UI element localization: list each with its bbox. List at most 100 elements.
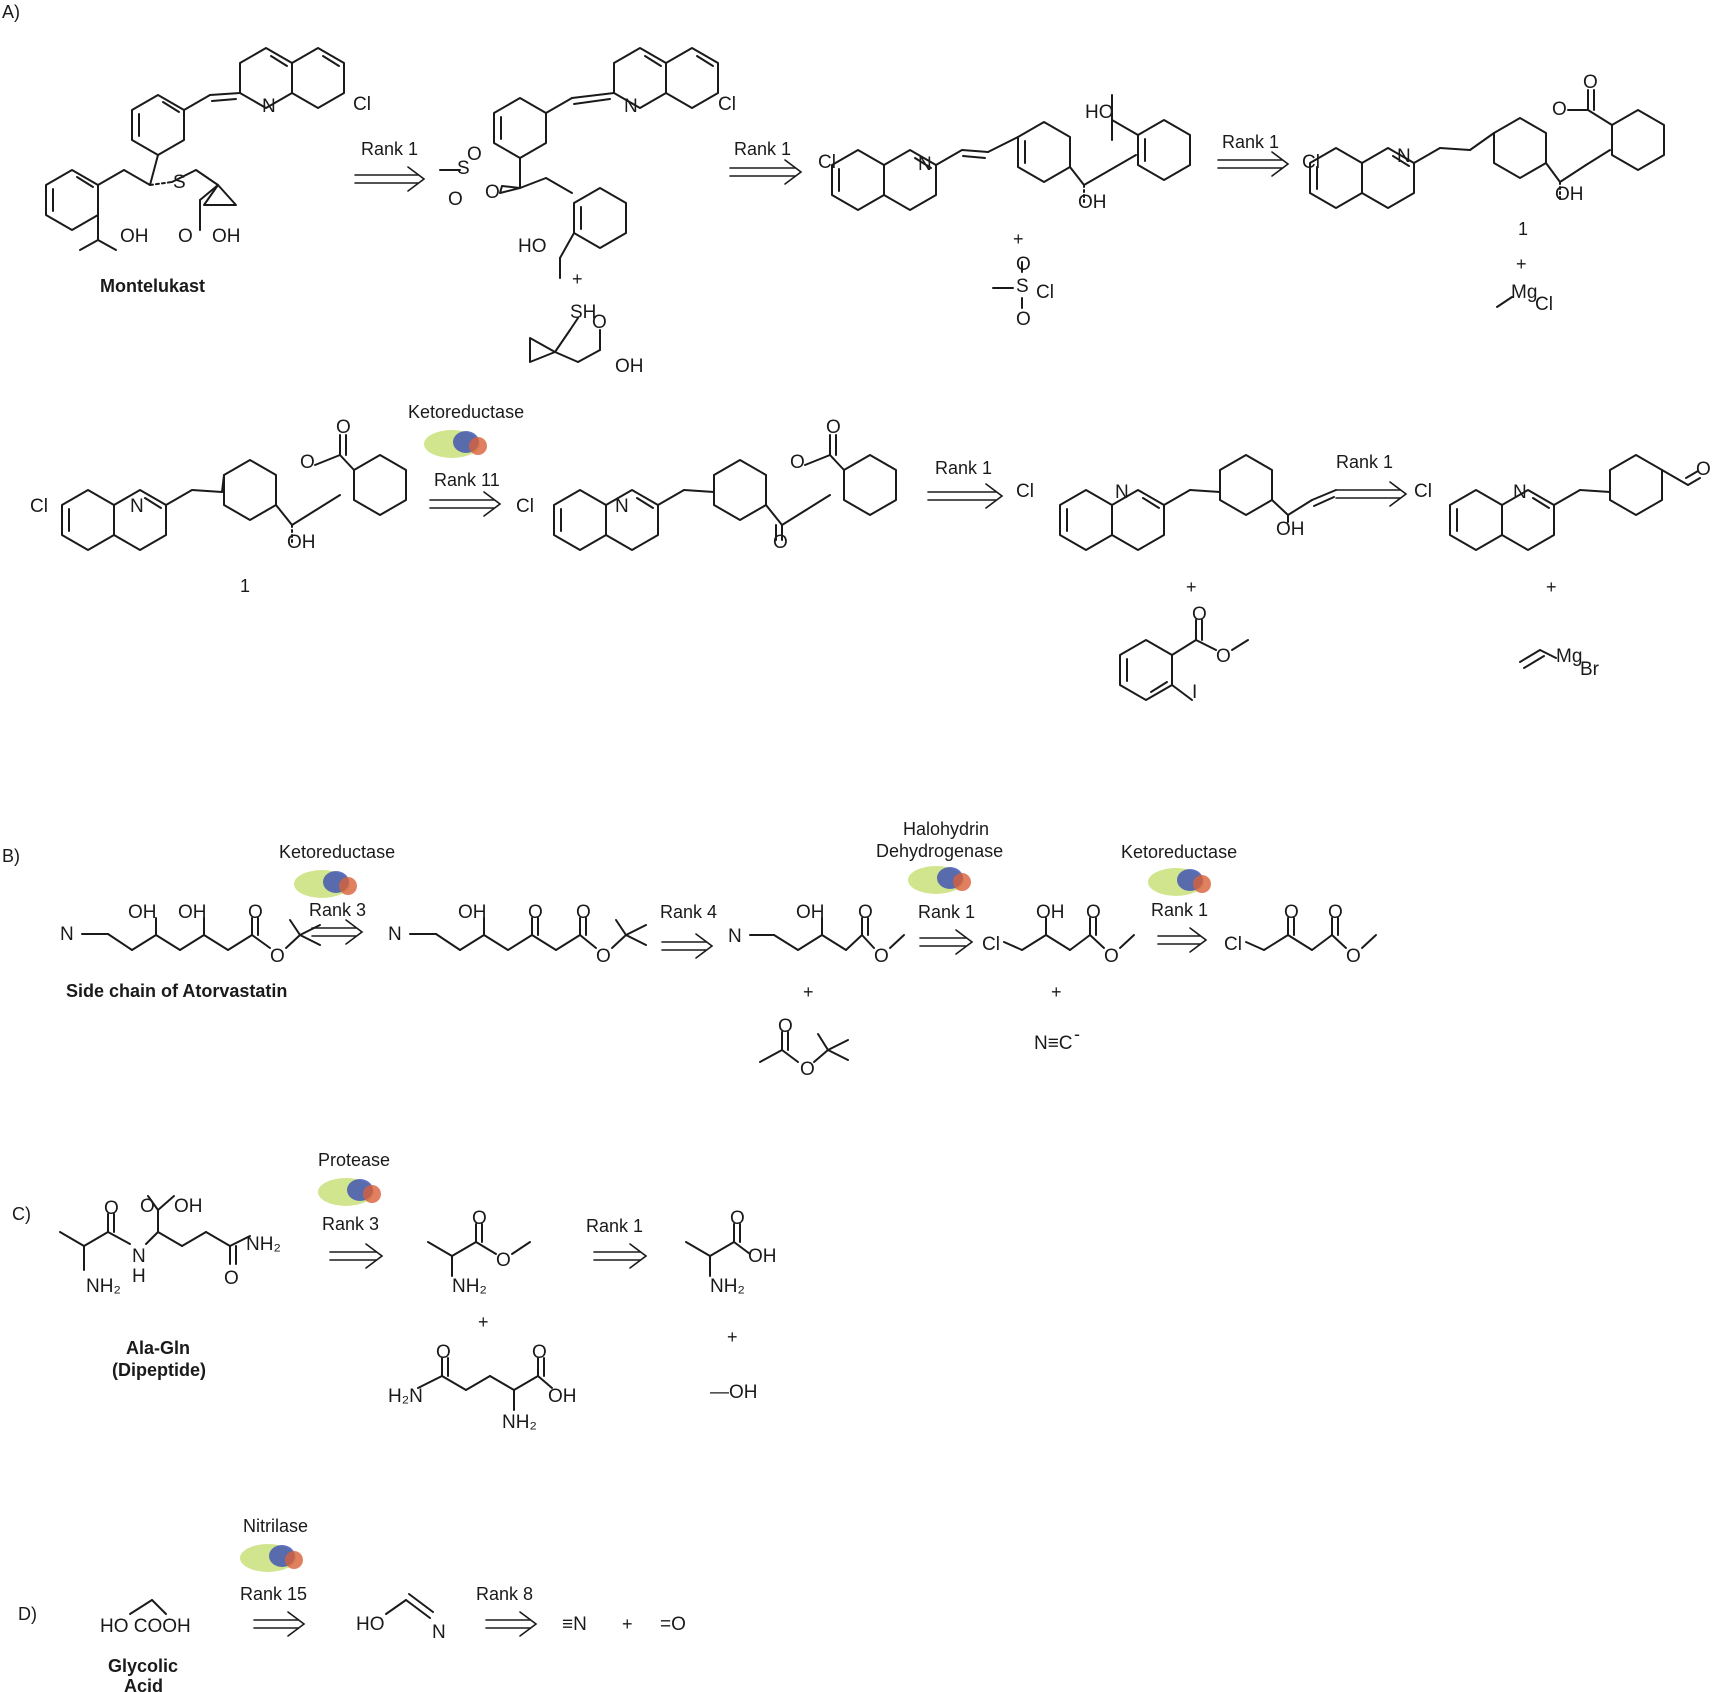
mesylate-intermediate (439, 47, 719, 279)
atom-nh2: NH₂ (452, 1276, 487, 1297)
atom-o: O (1696, 459, 1711, 480)
enzyme-label: Nitrilase (243, 1516, 308, 1536)
atom-ho: HO (356, 1614, 385, 1635)
atom-oh: OH (174, 1196, 203, 1217)
atom-o: O (178, 226, 193, 247)
glycolic-acid-name: Glycolic (108, 1656, 178, 1676)
panel-d: D) HO COOH Glycolic Acid Nitrilase Rank … (18, 1516, 686, 1692)
glycolic-acid-structure: HO COOH (100, 1616, 191, 1637)
atom-o: O (532, 1342, 547, 1363)
cyanide-ion: N≡C (1034, 1033, 1073, 1054)
atom-o: O (1016, 254, 1031, 275)
panel-b: B) N OH OH O O Side chain of Atorvastati… (2, 819, 1377, 1080)
atom-cl: Cl (353, 94, 371, 115)
atom-oh: OH (120, 226, 149, 247)
plus-sign: + (478, 1312, 489, 1332)
atom-o: O (1192, 604, 1207, 625)
panel-c: C) O OH O N H NH₂ O NH₂ Ala-Gln (Dipepti… (12, 1150, 777, 1433)
quinoline-ring-b (291, 47, 345, 109)
atom-oh: OH (128, 902, 157, 923)
atom-cl: Cl (1036, 282, 1054, 303)
enzyme-label: Ketoreductase (408, 402, 524, 422)
atom-n: N (262, 96, 276, 117)
atom-o: O (778, 1016, 793, 1037)
cyanohydrin-ester-intermediate (749, 917, 905, 951)
glycolonitrile (385, 1593, 434, 1619)
atom-nh2: NH₂ (502, 1412, 537, 1433)
atom-o: O (1346, 946, 1361, 967)
alanine-methyl-ester (427, 1223, 531, 1277)
atom-o: O (472, 1208, 487, 1229)
enzyme-label: Protease (318, 1150, 390, 1170)
rank-label: Rank 4 (660, 902, 717, 922)
atom-s: S (457, 158, 470, 179)
atom-oh: OH (212, 226, 241, 247)
panel-a-label: A) (2, 2, 20, 22)
plus-sign: + (622, 1614, 633, 1634)
montelukast-structure (45, 47, 345, 251)
rank-label: Rank 1 (361, 139, 418, 159)
atom-o: O (1104, 946, 1119, 967)
atom-h: H (132, 1266, 146, 1287)
compound-number: 1 (240, 576, 250, 596)
atom-o: O (485, 182, 500, 203)
retro-arrow (927, 483, 1004, 509)
keto-ester-intermediate (409, 917, 647, 951)
rank-label: Rank 1 (935, 458, 992, 478)
atom-mg: Mg (1556, 646, 1582, 667)
atom-nh2: NH₂ (710, 1276, 745, 1297)
atom-n: N (388, 924, 402, 945)
acid-name: Acid (124, 1676, 163, 1692)
enzyme-label: Ketoreductase (1121, 842, 1237, 862)
atom-o: O (596, 946, 611, 967)
atom-o: O (248, 902, 263, 923)
atom-o: O (1284, 902, 1299, 923)
atom-o: O (336, 417, 351, 438)
atom-o: O (300, 452, 315, 473)
atom-s: S (173, 172, 186, 193)
atom-o: O (1216, 646, 1231, 667)
atom-o: O (224, 1268, 239, 1289)
allylic-alcohol-intermediate (1059, 454, 1337, 551)
ala-gln-dipeptide (59, 1195, 251, 1271)
protein-icon (908, 866, 971, 894)
atom-n: N (1513, 482, 1527, 503)
plus-sign: + (727, 1327, 738, 1347)
atorvastatin-side-chain (81, 917, 321, 951)
atom-nh2: NH₂ (246, 1234, 281, 1255)
atom-o: O (467, 144, 482, 165)
panel-d-label: D) (18, 1604, 37, 1624)
montelukast-name: Montelukast (100, 276, 205, 296)
protein-icon (424, 430, 487, 458)
rank-label: Rank 8 (476, 1584, 533, 1604)
rank-label: Rank 3 (322, 1214, 379, 1234)
thiol-acid-fragment (529, 317, 601, 363)
dipeptide-name: (Dipeptide) (112, 1360, 206, 1380)
rank-label: Rank 1 (734, 139, 791, 159)
atom-oh: OH (796, 902, 825, 923)
retro-arrow (1157, 927, 1208, 953)
hydrogen-cyanide: ≡N (562, 1614, 587, 1635)
methanol: —OH (710, 1382, 758, 1403)
atom-cl: Cl (1224, 934, 1242, 955)
plus-sign: + (1013, 229, 1024, 249)
atom-o: O (730, 1208, 745, 1229)
retro-arrow (919, 929, 974, 955)
alanine (685, 1223, 751, 1277)
retro-arrow (1217, 151, 1290, 177)
retro-arrow (1335, 481, 1408, 507)
atom-n: N (132, 1246, 146, 1267)
protein-icon (294, 870, 357, 898)
atom-cl: Cl (30, 496, 48, 517)
retro-arrow (485, 1611, 538, 1637)
atom-o: O (270, 946, 285, 967)
atom-o: O (496, 1250, 511, 1271)
retro-arrow (253, 1611, 306, 1637)
atom-cl: Cl (516, 496, 534, 517)
enzyme-label: Ketoreductase (279, 842, 395, 862)
atom-o: O (1328, 902, 1343, 923)
atom-o: O (800, 1059, 815, 1080)
atom-cl: Cl (1016, 481, 1034, 502)
atom-o: O (858, 902, 873, 923)
atom-ho: HO (518, 236, 547, 257)
